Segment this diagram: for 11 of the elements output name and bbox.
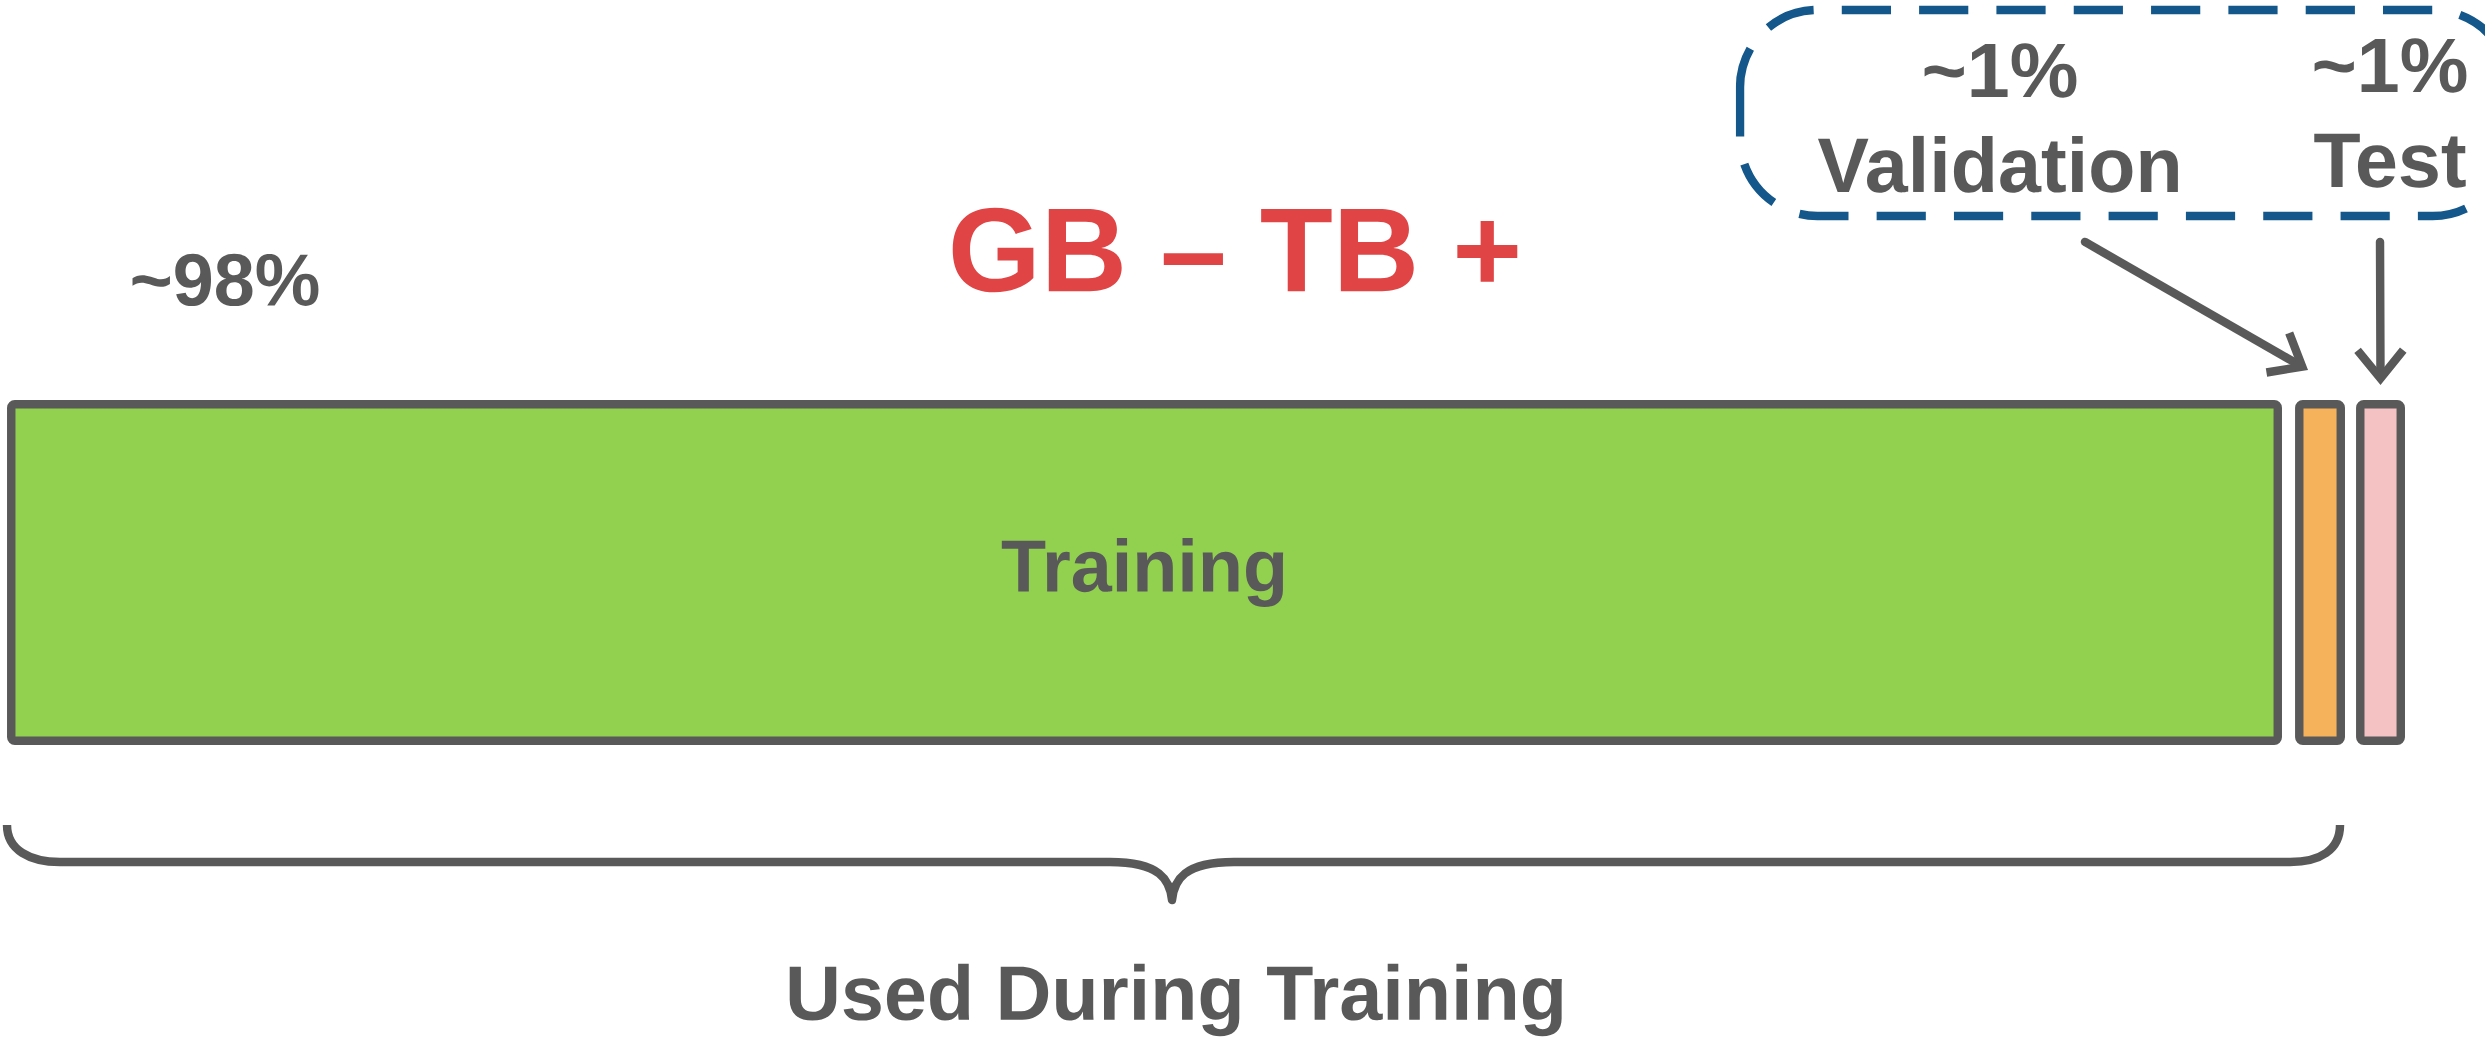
data-bar (2356, 400, 2405, 745)
heading-label: GB – TB + (952, 207, 1518, 293)
arrow (2080, 237, 2309, 377)
arrow (2354, 237, 2407, 386)
training-bar: Training (7, 400, 2282, 745)
split-label: ~1% Validation (1817, 43, 2178, 193)
percent-label: ~98% (132, 253, 319, 307)
brace-label: Used During Training (789, 963, 1562, 1037)
split-label: ~1% Test (2314, 38, 2467, 188)
data-bar (2295, 400, 2345, 745)
dashed-box (1735, 5, 2485, 221)
